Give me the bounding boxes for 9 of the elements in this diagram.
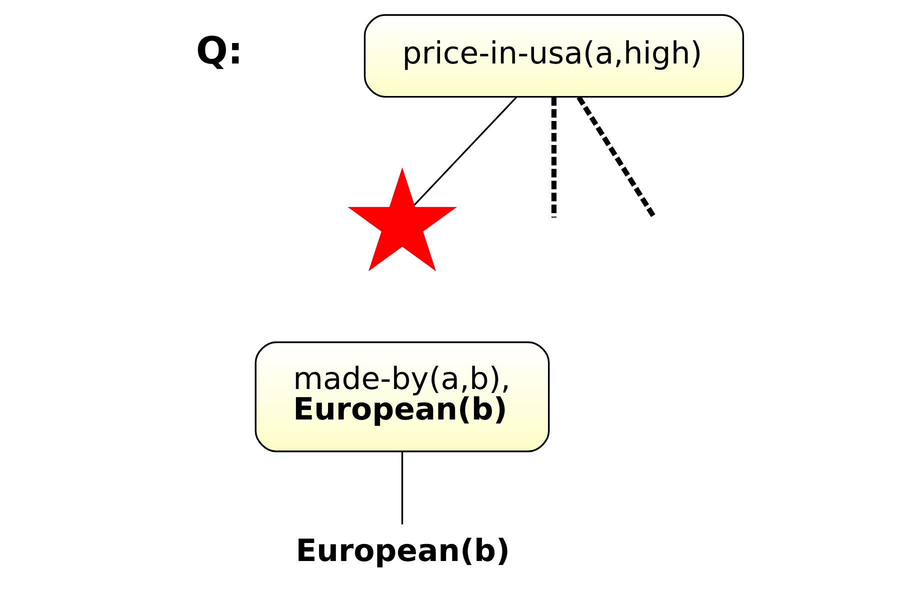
node-star (348, 167, 457, 272)
node-box: price-in-usa(a,high) (364, 14, 744, 98)
connector (414, 96, 518, 206)
node-text: European(b) (296, 534, 510, 570)
connector (401, 451, 404, 524)
connector (576, 96, 657, 219)
node-label: Q: (196, 28, 243, 73)
node-box: made-by(a,b), European(b) (254, 341, 550, 452)
connector (551, 97, 557, 218)
